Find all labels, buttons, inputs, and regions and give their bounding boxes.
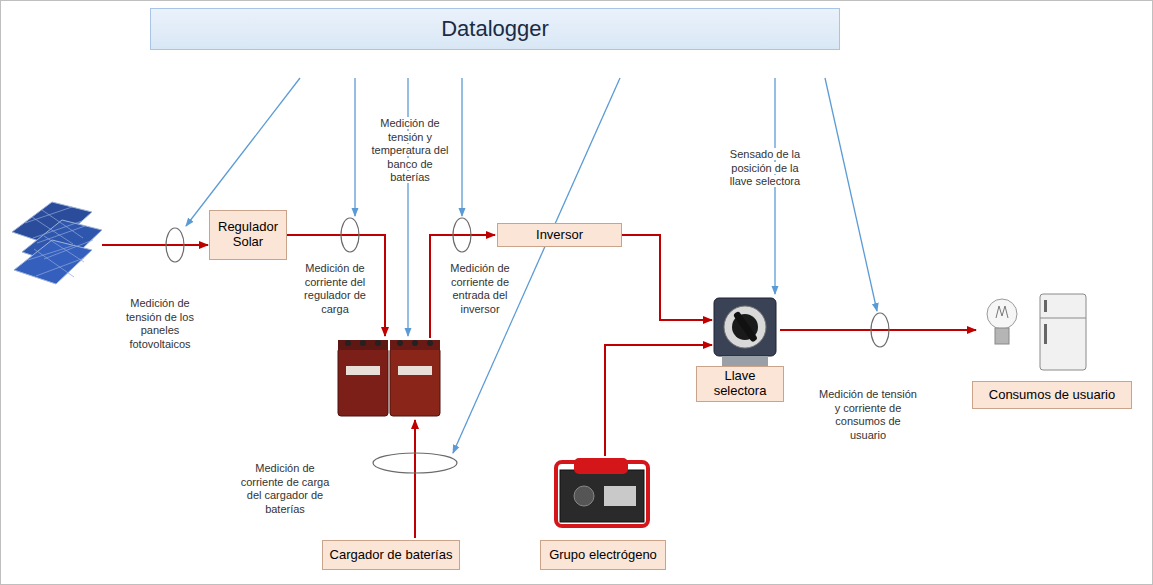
node-text: Regulador Solar: [215, 220, 281, 250]
measurement-text: Medición de corriente de entrada del inv…: [450, 262, 509, 315]
panel-grid: [25, 207, 93, 277]
inverter-box: Inversor: [497, 223, 622, 247]
measurement-label: Sensado de la posición de la llave selec…: [719, 148, 811, 189]
fridge-handle: [1044, 324, 1047, 344]
controller-box: Regulador Solar: [209, 210, 287, 260]
measurement-line: [354, 78, 355, 216]
measurement-text: Medición de tensión y temperatura del ba…: [371, 117, 448, 183]
battery-bank: [338, 340, 440, 416]
measurement-text: Sensado de la posición de la llave selec…: [730, 148, 800, 187]
fridge: [1040, 294, 1086, 370]
battery: [390, 348, 440, 416]
generator-box: Grupo electrógeno: [540, 540, 666, 570]
generator-part: [574, 486, 594, 506]
generator-panel: [604, 486, 636, 506]
measurement-line: [186, 78, 300, 226]
measurement-line: [825, 78, 877, 311]
generator-set: [556, 458, 648, 526]
measurement-text: Medición de tensión de los paneles fotov…: [126, 297, 194, 350]
node-text: Cargador de baterías: [330, 548, 453, 563]
bulb-filament: [996, 306, 1008, 318]
battery: [338, 348, 388, 416]
power-line: [780, 329, 976, 331]
measurement-text: Medición de corriente del regulador de c…: [304, 262, 366, 315]
power-line: [286, 235, 385, 336]
charger-box: Cargador de baterías: [322, 540, 460, 570]
battery-cap: [397, 340, 403, 346]
switch-handle: [733, 311, 758, 343]
switch-plate: [714, 298, 776, 356]
selector-label-box: Llave selectora: [696, 366, 784, 402]
switch-body: [722, 356, 768, 366]
measurement-label: Medición de tensión de los paneles fotov…: [116, 297, 204, 351]
measurement-label: Medición de corriente de entrada del inv…: [440, 262, 520, 316]
node-text: Consumos de usuario: [989, 388, 1115, 403]
battery-cap: [412, 340, 418, 346]
node-text: Datalogger: [441, 16, 549, 41]
measurement-label: Medición de corriente del regulador de c…: [294, 262, 376, 316]
sensor-ring: [166, 228, 184, 262]
battery-cap: [360, 340, 366, 346]
power-line: [102, 244, 208, 246]
sensor-ring: [373, 453, 457, 473]
datalogger-band: Datalogger: [150, 8, 840, 50]
solar-panels: [12, 202, 102, 284]
battery-lid: [338, 340, 388, 350]
measurement-text: Medición de tensión y corriente de consu…: [819, 388, 917, 441]
node-text: Inversor: [536, 228, 583, 243]
node-text: Llave selectora: [702, 369, 778, 399]
battery-lid: [390, 340, 440, 350]
generator-engine: [560, 470, 644, 522]
measurement-label: Medición de tensión y corriente de consu…: [817, 388, 919, 442]
battery-cap: [345, 340, 351, 346]
power-lines: [102, 235, 976, 538]
measurement-line: [461, 78, 462, 216]
bulb-base: [995, 328, 1009, 344]
loads-box: Consumos de usuario: [972, 381, 1132, 409]
light-bulb: [987, 299, 1017, 329]
user-loads: [987, 294, 1086, 370]
switch-dial: [724, 306, 766, 348]
generator-frame: [556, 462, 648, 526]
selector-switch: [714, 298, 776, 366]
power-line: [414, 420, 416, 538]
power-line: [622, 235, 712, 320]
sensor-ring: [341, 218, 359, 252]
measurement-label: Medición de corriente de carga del carga…: [235, 462, 335, 516]
measurement-lines: [186, 78, 877, 453]
fridge-door: [1040, 318, 1086, 319]
battery-sticker: [398, 366, 432, 375]
battery-cap: [427, 340, 433, 346]
battery-sticker: [346, 366, 380, 375]
sensor-ring: [453, 218, 471, 252]
sensor-ring: [871, 313, 889, 347]
battery-cap: [375, 340, 381, 346]
node-text: Grupo electrógeno: [549, 548, 657, 563]
measurement-text: Medición de corriente de carga del carga…: [241, 462, 330, 515]
fridge-handle: [1044, 300, 1047, 312]
measurement-label: Medición de tensión y temperatura del ba…: [370, 117, 450, 185]
